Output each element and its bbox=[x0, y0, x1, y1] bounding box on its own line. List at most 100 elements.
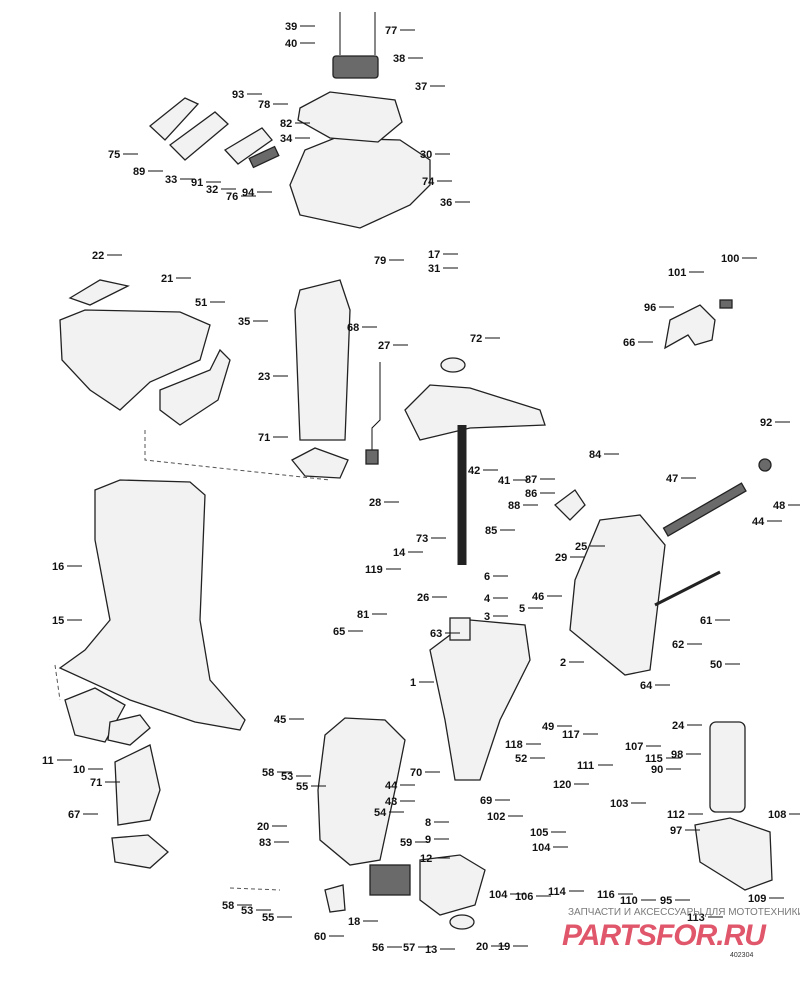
callout-87: 87 bbox=[525, 474, 537, 486]
callout-29: 29 bbox=[555, 552, 567, 564]
callout-36: 36 bbox=[440, 197, 452, 209]
callout-92: 92 bbox=[760, 417, 772, 429]
callout-108: 108 bbox=[768, 809, 786, 821]
callout-32: 32 bbox=[206, 184, 218, 196]
gasket-80 bbox=[111, 834, 169, 869]
callout-54: 54 bbox=[374, 807, 387, 819]
callout-11: 11 bbox=[42, 755, 54, 767]
callout-119: 119 bbox=[365, 564, 383, 576]
callout-98: 98 bbox=[671, 749, 683, 761]
callout-90: 90 bbox=[651, 764, 663, 776]
callout-labels: 1234568910111213141516171819202122232425… bbox=[42, 21, 800, 956]
callout-97: 97 bbox=[670, 825, 682, 837]
callout-53: 53 bbox=[281, 771, 293, 783]
manifold-89 bbox=[149, 97, 200, 141]
callout-94: 94 bbox=[242, 187, 255, 199]
callout-104: 104 bbox=[532, 842, 551, 854]
callout-12: 12 bbox=[420, 853, 432, 865]
callout-44: 44 bbox=[752, 516, 765, 528]
callout-5: 5 bbox=[519, 603, 525, 615]
callout-71: 71 bbox=[90, 777, 102, 789]
callout-31: 31 bbox=[428, 263, 440, 275]
callout-33: 33 bbox=[165, 174, 177, 186]
callout-25: 25 bbox=[575, 541, 587, 553]
tube-27 bbox=[371, 362, 381, 450]
callout-58: 58 bbox=[222, 900, 234, 912]
callout-120: 120 bbox=[553, 779, 571, 791]
callout-20: 20 bbox=[476, 941, 488, 953]
callout-4: 4 bbox=[484, 593, 491, 605]
callout-27: 27 bbox=[378, 340, 390, 352]
seal-71-top bbox=[290, 447, 349, 479]
callout-9: 9 bbox=[425, 834, 431, 846]
callout-52: 52 bbox=[515, 753, 527, 765]
callout-15: 15 bbox=[52, 615, 64, 627]
callout-107: 107 bbox=[625, 741, 643, 753]
callout-48: 48 bbox=[773, 500, 785, 512]
gasket-37 bbox=[297, 91, 403, 143]
callout-35: 35 bbox=[238, 316, 250, 328]
callout-101: 101 bbox=[668, 267, 686, 279]
callout-118: 118 bbox=[505, 739, 523, 751]
callout-40: 40 bbox=[285, 38, 297, 50]
callout-24: 24 bbox=[672, 720, 685, 732]
callout-112: 112 bbox=[667, 809, 685, 821]
callout-102: 102 bbox=[487, 811, 505, 823]
callout-91: 91 bbox=[191, 177, 203, 189]
tilt-tube-47 bbox=[662, 482, 747, 537]
callout-1: 1 bbox=[410, 677, 416, 689]
callout-22: 22 bbox=[92, 250, 104, 262]
block-38 bbox=[332, 55, 379, 79]
callout-72: 72 bbox=[470, 333, 482, 345]
callout-95: 95 bbox=[660, 895, 672, 907]
callout-6: 6 bbox=[484, 571, 490, 583]
callout-74: 74 bbox=[422, 176, 435, 188]
callout-96: 96 bbox=[644, 302, 656, 314]
spring-94 bbox=[248, 145, 280, 169]
callout-71: 71 bbox=[258, 432, 270, 444]
block-18 bbox=[369, 864, 411, 896]
callout-68: 68 bbox=[347, 322, 359, 334]
nut-92 bbox=[758, 458, 772, 472]
part-100 bbox=[719, 299, 733, 309]
callout-69: 69 bbox=[480, 795, 492, 807]
plate-33 bbox=[223, 127, 273, 165]
callout-2: 2 bbox=[560, 657, 566, 669]
callout-55: 55 bbox=[262, 912, 274, 924]
callout-85: 85 bbox=[485, 525, 497, 537]
cylinder-98 bbox=[709, 721, 746, 813]
callout-73: 73 bbox=[416, 533, 428, 545]
callout-113: 113 bbox=[687, 912, 705, 924]
drawing-code: 402304 bbox=[730, 952, 753, 959]
callout-117: 117 bbox=[562, 729, 580, 741]
callout-75: 75 bbox=[108, 149, 120, 161]
callout-23: 23 bbox=[258, 371, 270, 383]
callout-44: 44 bbox=[385, 780, 398, 792]
exhaust-housing-15 bbox=[58, 479, 246, 731]
disc-72 bbox=[440, 357, 466, 373]
callout-88: 88 bbox=[508, 500, 520, 512]
callout-62: 62 bbox=[672, 639, 684, 651]
callout-67: 67 bbox=[68, 809, 80, 821]
callout-28: 28 bbox=[369, 497, 381, 509]
stern-bracket-45 bbox=[317, 717, 406, 866]
callout-26: 26 bbox=[417, 592, 429, 604]
callout-53: 53 bbox=[241, 905, 253, 917]
assembly-guides bbox=[54, 430, 331, 891]
callout-3: 3 bbox=[484, 611, 490, 623]
steering-arm bbox=[404, 384, 546, 441]
callout-111: 111 bbox=[577, 760, 594, 772]
gasket-71-lower bbox=[107, 714, 151, 746]
callout-63: 63 bbox=[430, 628, 442, 640]
callout-18: 18 bbox=[348, 916, 360, 928]
callout-20: 20 bbox=[257, 821, 269, 833]
callout-46: 46 bbox=[532, 591, 544, 603]
callout-37: 37 bbox=[415, 81, 427, 93]
callout-50: 50 bbox=[710, 659, 722, 671]
callout-103: 103 bbox=[610, 798, 628, 810]
exhaust-sleeve-67 bbox=[114, 744, 161, 826]
callout-116: 116 bbox=[597, 889, 615, 901]
clamp-12 bbox=[419, 854, 486, 916]
callout-100: 100 bbox=[721, 253, 739, 265]
